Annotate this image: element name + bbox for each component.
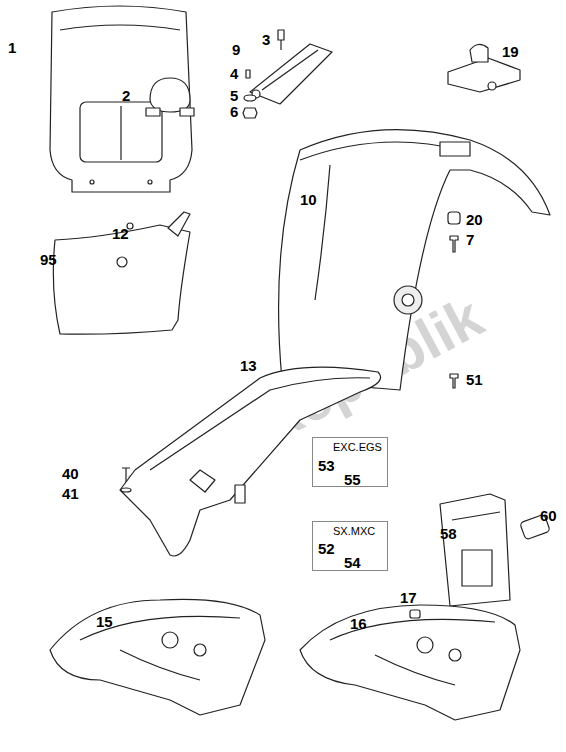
callout-number: 60 [540, 508, 557, 523]
callout-number: 53 [318, 458, 335, 473]
callout-number: 7 [466, 232, 474, 247]
callout-number: 19 [502, 44, 519, 59]
callout-number: 12 [112, 226, 129, 241]
callout-number: 1 [8, 40, 16, 55]
callout-number: 17 [400, 590, 417, 605]
callout-number: 5 [230, 88, 238, 103]
callout-number: 55 [344, 472, 361, 487]
variant-label: EXC.EGS [313, 438, 387, 453]
callout-number: 3 [262, 32, 270, 47]
callout-number: 52 [318, 541, 335, 556]
callout-number: 4 [230, 66, 238, 81]
callout-number: 15 [96, 614, 113, 629]
callout-number: 20 [466, 212, 483, 227]
callout-number: 2 [122, 88, 130, 103]
callout-number: 51 [466, 372, 483, 387]
callout-number: 41 [62, 486, 79, 501]
callout-number: 54 [344, 555, 361, 570]
callout-number: 13 [240, 358, 257, 373]
callout-number: 40 [62, 466, 79, 481]
callout-number: 9 [232, 42, 240, 57]
callout-number: 10 [300, 192, 317, 207]
callout-number: 16 [350, 616, 367, 631]
callout-number: 58 [440, 526, 457, 541]
callout-number: 95 [40, 252, 57, 267]
variant-label: SX.MXC [313, 522, 387, 537]
callout-number: 6 [230, 104, 238, 119]
